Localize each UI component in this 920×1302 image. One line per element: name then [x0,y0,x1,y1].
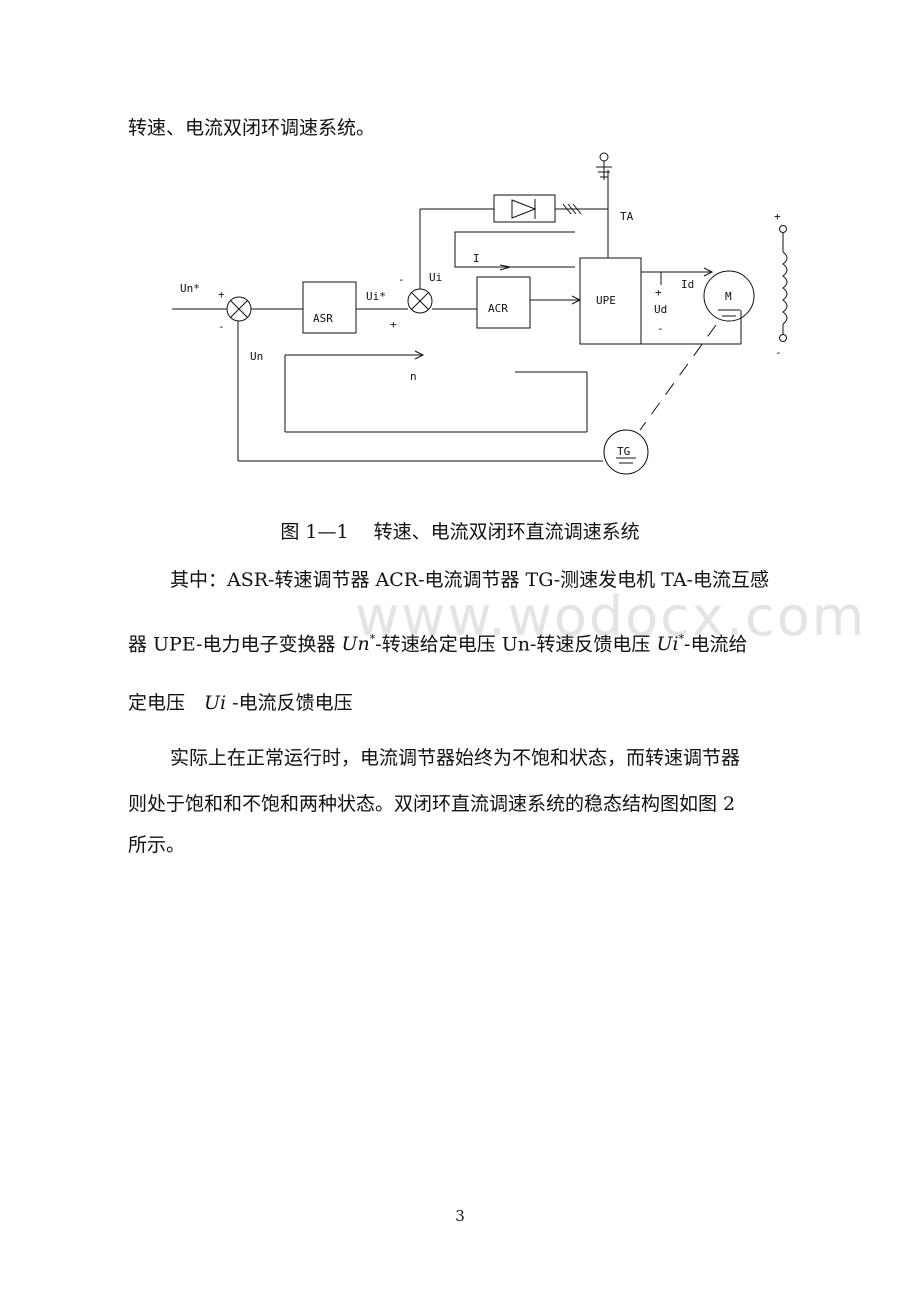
legend-line-3a: 定电压 [128,692,205,714]
label-plus-1: + [218,288,225,301]
label-id: Id [681,278,694,291]
intro-line: 转速、电流双闭环调速系统。 [128,117,376,139]
asr-block [302,281,357,334]
ui-star-symbol: Ui* [656,633,685,656]
label-ui: Ui [429,271,442,284]
label-m: M [725,290,732,303]
label-minus-2: - [398,273,405,286]
legend-line-1: 其中：ASR-转速调节器 ACR-电流调节器 TG-测速发电机 TA-电流互感 [170,569,769,591]
acr-block [476,276,531,329]
label-un-star: Un* [180,282,200,295]
legend-line-2a: 器 UPE-电力电子变换器 [128,633,342,656]
label-ta: TA [620,210,634,223]
motor-m [703,270,755,322]
label-minus-field: - [775,346,782,359]
label-ui-star: Ui* [366,290,386,303]
label-ud: Ud [654,303,667,316]
upe-block [579,257,642,345]
label-upe: UPE [596,294,616,307]
block-diagram: Un* + - Un ASR Ui* - Ui + ACR UPE TA I I… [172,152,788,475]
label-tg: TG [617,445,630,458]
label-minus-1: - [218,320,225,333]
label-i: I [473,252,480,265]
label-acr: ACR [488,302,508,315]
label-plus-field: + [774,210,781,223]
label-minus-3: - [657,322,664,335]
un-star-symbol: Un* [341,633,376,656]
paragraph-2-line-1: 实际上在正常运行时，电流调节器始终为不饱和状态，而转速调节器 [170,747,741,769]
legend-line-2: 器 UPE-电力电子变换器 Un*-转速给定电压 Un-转速反馈电压 Ui*-电… [128,627,747,657]
tachogenerator-tg [603,429,649,475]
label-plus-2: + [390,318,397,331]
label-n: n [410,370,417,383]
ui-symbol: Ui [204,692,227,714]
paragraph-2-line-3: 所示。 [128,834,186,856]
watermark: www.wodocx.com [355,585,867,648]
label-asr: ASR [313,312,333,325]
paragraph-2-line-2: 则处于饱和和不饱和两种状态。双闭环直流调速系统的稳态结构图如图 2 [128,793,736,815]
legend-line-2b: -转速给定电压 Un-转速反馈电压 [375,633,657,656]
rectifier-block [493,194,556,223]
legend-line-3: 定电压 Ui -电流反馈电压 [128,690,353,716]
label-plus-3: + [655,286,662,299]
page-number: 3 [455,1207,465,1225]
figure-caption: 图 1—1 转速、电流双闭环直流调速系统 [280,521,640,543]
label-un: Un [250,350,263,363]
legend-line-2c: -电流给 [684,633,748,656]
legend-line-3b: -电流反馈电压 [226,692,353,714]
